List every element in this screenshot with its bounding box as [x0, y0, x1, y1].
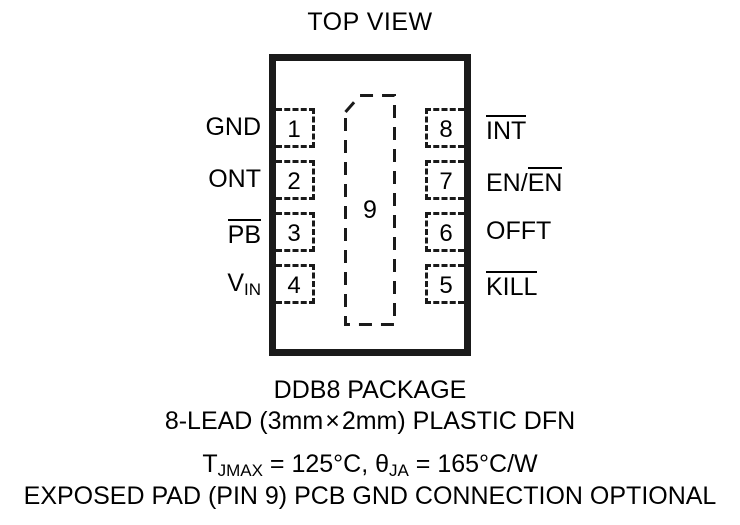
- pin-pad-3: 3: [276, 212, 315, 252]
- exposed-pad: 9: [344, 94, 396, 326]
- pin-number-6: 6: [439, 220, 453, 247]
- pin-label-pb-text: PB: [227, 219, 261, 249]
- pin-label-ont: ONT: [21, 167, 261, 192]
- pin-number-4: 4: [287, 272, 301, 299]
- pin-label-kill: KILL: [486, 271, 726, 300]
- pin-label-ont-text: ONT: [208, 165, 261, 193]
- thermal-theta-value: = 165°C/W: [408, 450, 538, 478]
- pin-number-5: 5: [439, 272, 453, 299]
- pin-label-offt-text: OFFT: [486, 217, 552, 245]
- exposed-pad-number: 9: [363, 195, 377, 224]
- pin-pad-7: 7: [425, 160, 464, 200]
- caption-lead-post: 2mm) PLASTIC DFN: [341, 407, 576, 435]
- pin-pad-8: 8: [425, 108, 464, 148]
- caption-package-name: DDB8 PACKAGE: [273, 376, 467, 404]
- pin-label-gnd-text: GND: [205, 113, 261, 141]
- pin-number-8: 8: [439, 116, 453, 143]
- multiply-icon: ×: [325, 407, 340, 435]
- caption-thermal-info: TJMAX = 125°C, θJA = 165°C/W: [0, 450, 740, 480]
- pin-label-en: EN/EN: [486, 167, 726, 196]
- pin-number-1: 1: [287, 116, 301, 143]
- pin-label-offt: OFFT: [486, 219, 726, 244]
- caption-lead-pre: 8-LEAD (3mm: [164, 407, 324, 435]
- pin-label-en-plain: EN/: [486, 169, 528, 197]
- pin-number-3: 3: [287, 220, 301, 247]
- pin-pad-1: 1: [276, 108, 315, 148]
- caption-lead-info: 8-LEAD (3mm×2mm) PLASTIC DFN: [0, 409, 740, 434]
- pin-label-int-text: INT: [486, 115, 527, 145]
- pin-number-2: 2: [287, 168, 301, 195]
- thermal-theta-subscript: JA: [389, 461, 409, 480]
- pin-number-7: 7: [439, 168, 453, 195]
- pin-label-vin-base: V: [227, 269, 244, 297]
- pin-label-pb: PB: [21, 219, 261, 248]
- page-title: TOP VIEW: [307, 8, 433, 36]
- pin-label-gnd: GND: [21, 115, 261, 140]
- pin-label-vin-subscript: IN: [244, 280, 261, 299]
- thermal-t-subscript: JMAX: [217, 461, 263, 480]
- pin-pad-5: 5: [425, 264, 464, 304]
- pin-pad-4: 4: [276, 264, 315, 304]
- thermal-theta-symbol: θ: [375, 450, 390, 478]
- pin-pad-6: 6: [425, 212, 464, 252]
- thermal-t-value: = 125°C,: [262, 450, 376, 478]
- pin-label-vin: VIN: [21, 269, 261, 299]
- pin-label-kill-text: KILL: [486, 271, 538, 301]
- pin-label-en-barred: EN: [527, 167, 563, 197]
- caption-exposed-pad-note: EXPOSED PAD (PIN 9) PCB GND CONNECTION O…: [23, 482, 717, 510]
- package-outline: [269, 54, 471, 356]
- pin-label-int: INT: [486, 115, 726, 144]
- pin-pad-2: 2: [276, 160, 315, 200]
- thermal-t-symbol: T: [202, 450, 218, 478]
